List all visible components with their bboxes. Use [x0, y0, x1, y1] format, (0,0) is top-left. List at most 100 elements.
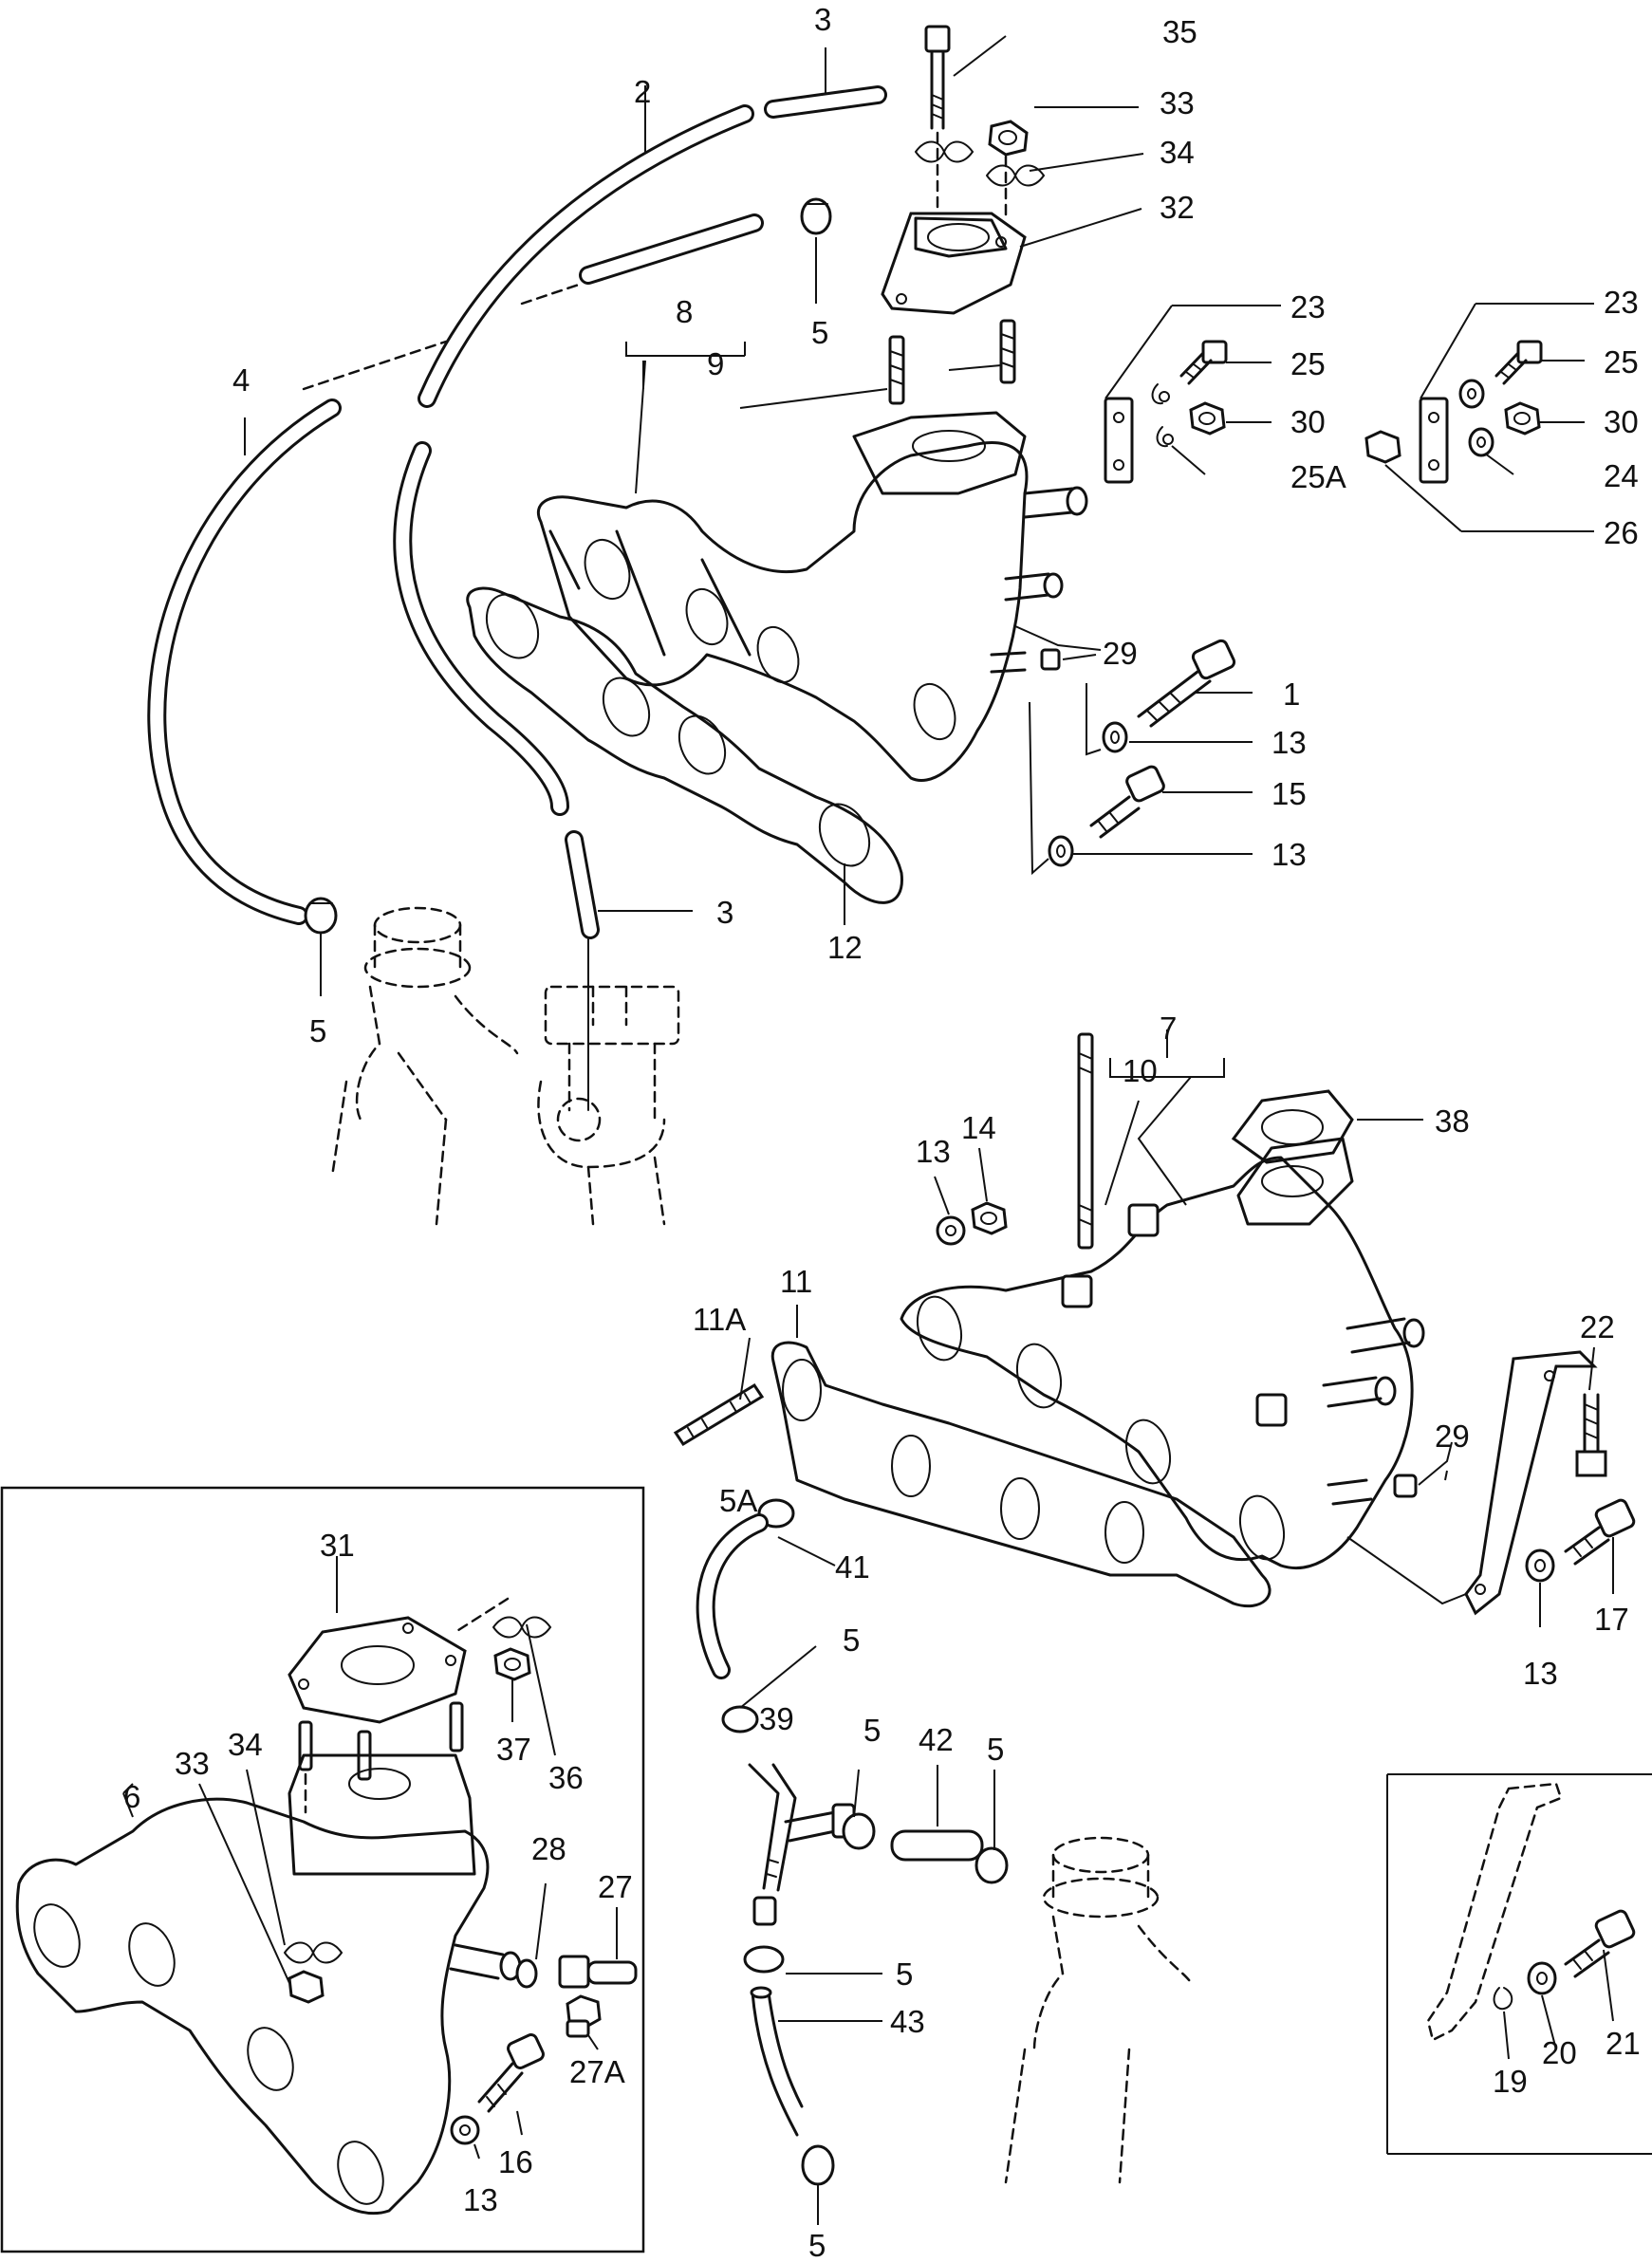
union-27 [558, 1955, 638, 1989]
callout-6: 6 [123, 1779, 140, 1814]
callout-34: 34 [228, 1727, 263, 1762]
callout-5: 5 [843, 1622, 860, 1658]
bolt-25-left [1179, 340, 1228, 385]
callout-1: 1 [1283, 677, 1300, 712]
callout-23: 23 [1290, 289, 1326, 324]
seal-ring-28 [515, 1958, 538, 1989]
bolt-21 [1564, 1909, 1636, 1978]
callout-3: 3 [814, 2, 831, 37]
washer-13-e [450, 2115, 480, 2145]
callout-16: 16 [498, 2144, 533, 2179]
lock-washer-19 [1493, 1987, 1513, 2011]
vacuum-hose-long [393, 441, 569, 816]
callout-10: 10 [1123, 1053, 1158, 1088]
hose-42 [890, 1829, 984, 1862]
callout-5: 5 [987, 1732, 1004, 1767]
bolt-16 [477, 2033, 545, 2113]
callout-34: 34 [1160, 135, 1195, 170]
hose-clamp-icon [743, 1945, 785, 1974]
callout-42: 42 [919, 1722, 954, 1757]
stud-9-right [999, 319, 1016, 384]
manifold-gasket-12 [466, 586, 903, 904]
callout-28: 28 [531, 1831, 566, 1866]
lock-washer-34-inset [284, 1941, 343, 1964]
callout-27: 27 [598, 1869, 633, 1904]
stud-10 [1077, 1032, 1094, 1250]
support-bracket-22 [1464, 1350, 1598, 1616]
callout-25A: 25A [1290, 459, 1346, 494]
plug-29-lower [1393, 1474, 1418, 1498]
nut-30-left [1189, 401, 1226, 436]
callout-8: 8 [676, 294, 693, 329]
nut-33 [988, 120, 1029, 157]
callout-41: 41 [835, 1549, 870, 1585]
callout-32: 32 [1160, 190, 1195, 225]
nut-26 [1364, 430, 1401, 464]
t-piece-39 [748, 1763, 856, 1892]
callout-13: 13 [916, 1134, 951, 1169]
bolt-1 [1137, 639, 1236, 728]
callout-9: 9 [707, 346, 724, 381]
manifold-gasket-11 [770, 1341, 1271, 1608]
hose-clamp-icon [800, 197, 832, 235]
bolt-35 [924, 25, 951, 130]
callout-43: 43 [890, 2004, 925, 2039]
washer-13-c [936, 1215, 966, 1246]
callout-37: 37 [496, 1732, 531, 1767]
callout-3: 3 [716, 895, 733, 930]
dashed-thermo-valve-lower [1004, 1836, 1193, 2184]
leader-lines [122, 35, 1614, 2225]
callout-11A: 11A [693, 1302, 746, 1337]
lock-washer-34 [986, 164, 1046, 187]
hose-clamp-icon [304, 897, 338, 935]
inset-frame-left [0, 1486, 645, 2253]
callout-7: 7 [1160, 1010, 1177, 1046]
callout-13: 13 [1523, 1656, 1558, 1691]
callout-4: 4 [232, 362, 250, 398]
bracket-23-left [1104, 397, 1134, 484]
hose-41 [696, 1513, 769, 1679]
hose-clamp-icon [974, 1846, 1009, 1884]
callout-21: 21 [1606, 2026, 1641, 2061]
nut-37 [493, 1647, 531, 1681]
callout-35: 35 [1162, 14, 1197, 49]
callout-17: 17 [1594, 1602, 1629, 1637]
callout-24: 24 [1604, 458, 1639, 493]
bolt-15 [1089, 765, 1165, 839]
plug-29-upper [1040, 648, 1061, 671]
hose-clamp-icon [842, 1812, 876, 1850]
callout-38: 38 [1435, 1103, 1470, 1139]
callout-33: 33 [175, 1746, 210, 1781]
callout-23: 23 [1604, 285, 1639, 320]
callout-5: 5 [309, 1013, 326, 1048]
intake-manifold-7 [900, 1137, 1425, 1570]
intermediate-flange-31 [288, 1616, 467, 1724]
hose-clamp-icon [801, 2144, 835, 2186]
intermediate-flange-32 [881, 212, 1027, 315]
washer-13-d [1525, 1548, 1555, 1583]
washer-13-b [1048, 835, 1074, 867]
callout-labels: 3 35 2 33 34 32 5 8 9 23 25 30 25A 23 25… [123, 2, 1641, 2262]
callout-13: 13 [463, 2182, 498, 2217]
nut-30-right [1504, 401, 1541, 436]
callout-36: 36 [548, 1760, 584, 1795]
plug-27A [566, 1994, 602, 2038]
intake-manifold-8 [537, 411, 1088, 783]
callout-19: 19 [1493, 2064, 1528, 2099]
hose-segment-3-lower [565, 830, 600, 939]
intake-manifold-6 [15, 1753, 522, 2216]
stud-9-left [888, 335, 905, 405]
callout-13: 13 [1271, 725, 1307, 760]
callout-5: 5 [808, 2228, 826, 2262]
callout-11: 11 [780, 1264, 812, 1299]
nut-33-inset [288, 1970, 325, 2004]
dashed-carburettor [537, 985, 680, 1226]
hose-clamp-icon [721, 1705, 759, 1734]
hose-43 [750, 1986, 804, 2137]
washer-25A [1151, 383, 1174, 448]
vacuum-hose-2 [418, 104, 754, 408]
callout-25: 25 [1290, 346, 1326, 381]
callout-2: 2 [634, 74, 651, 109]
callout-31: 31 [320, 1528, 355, 1563]
